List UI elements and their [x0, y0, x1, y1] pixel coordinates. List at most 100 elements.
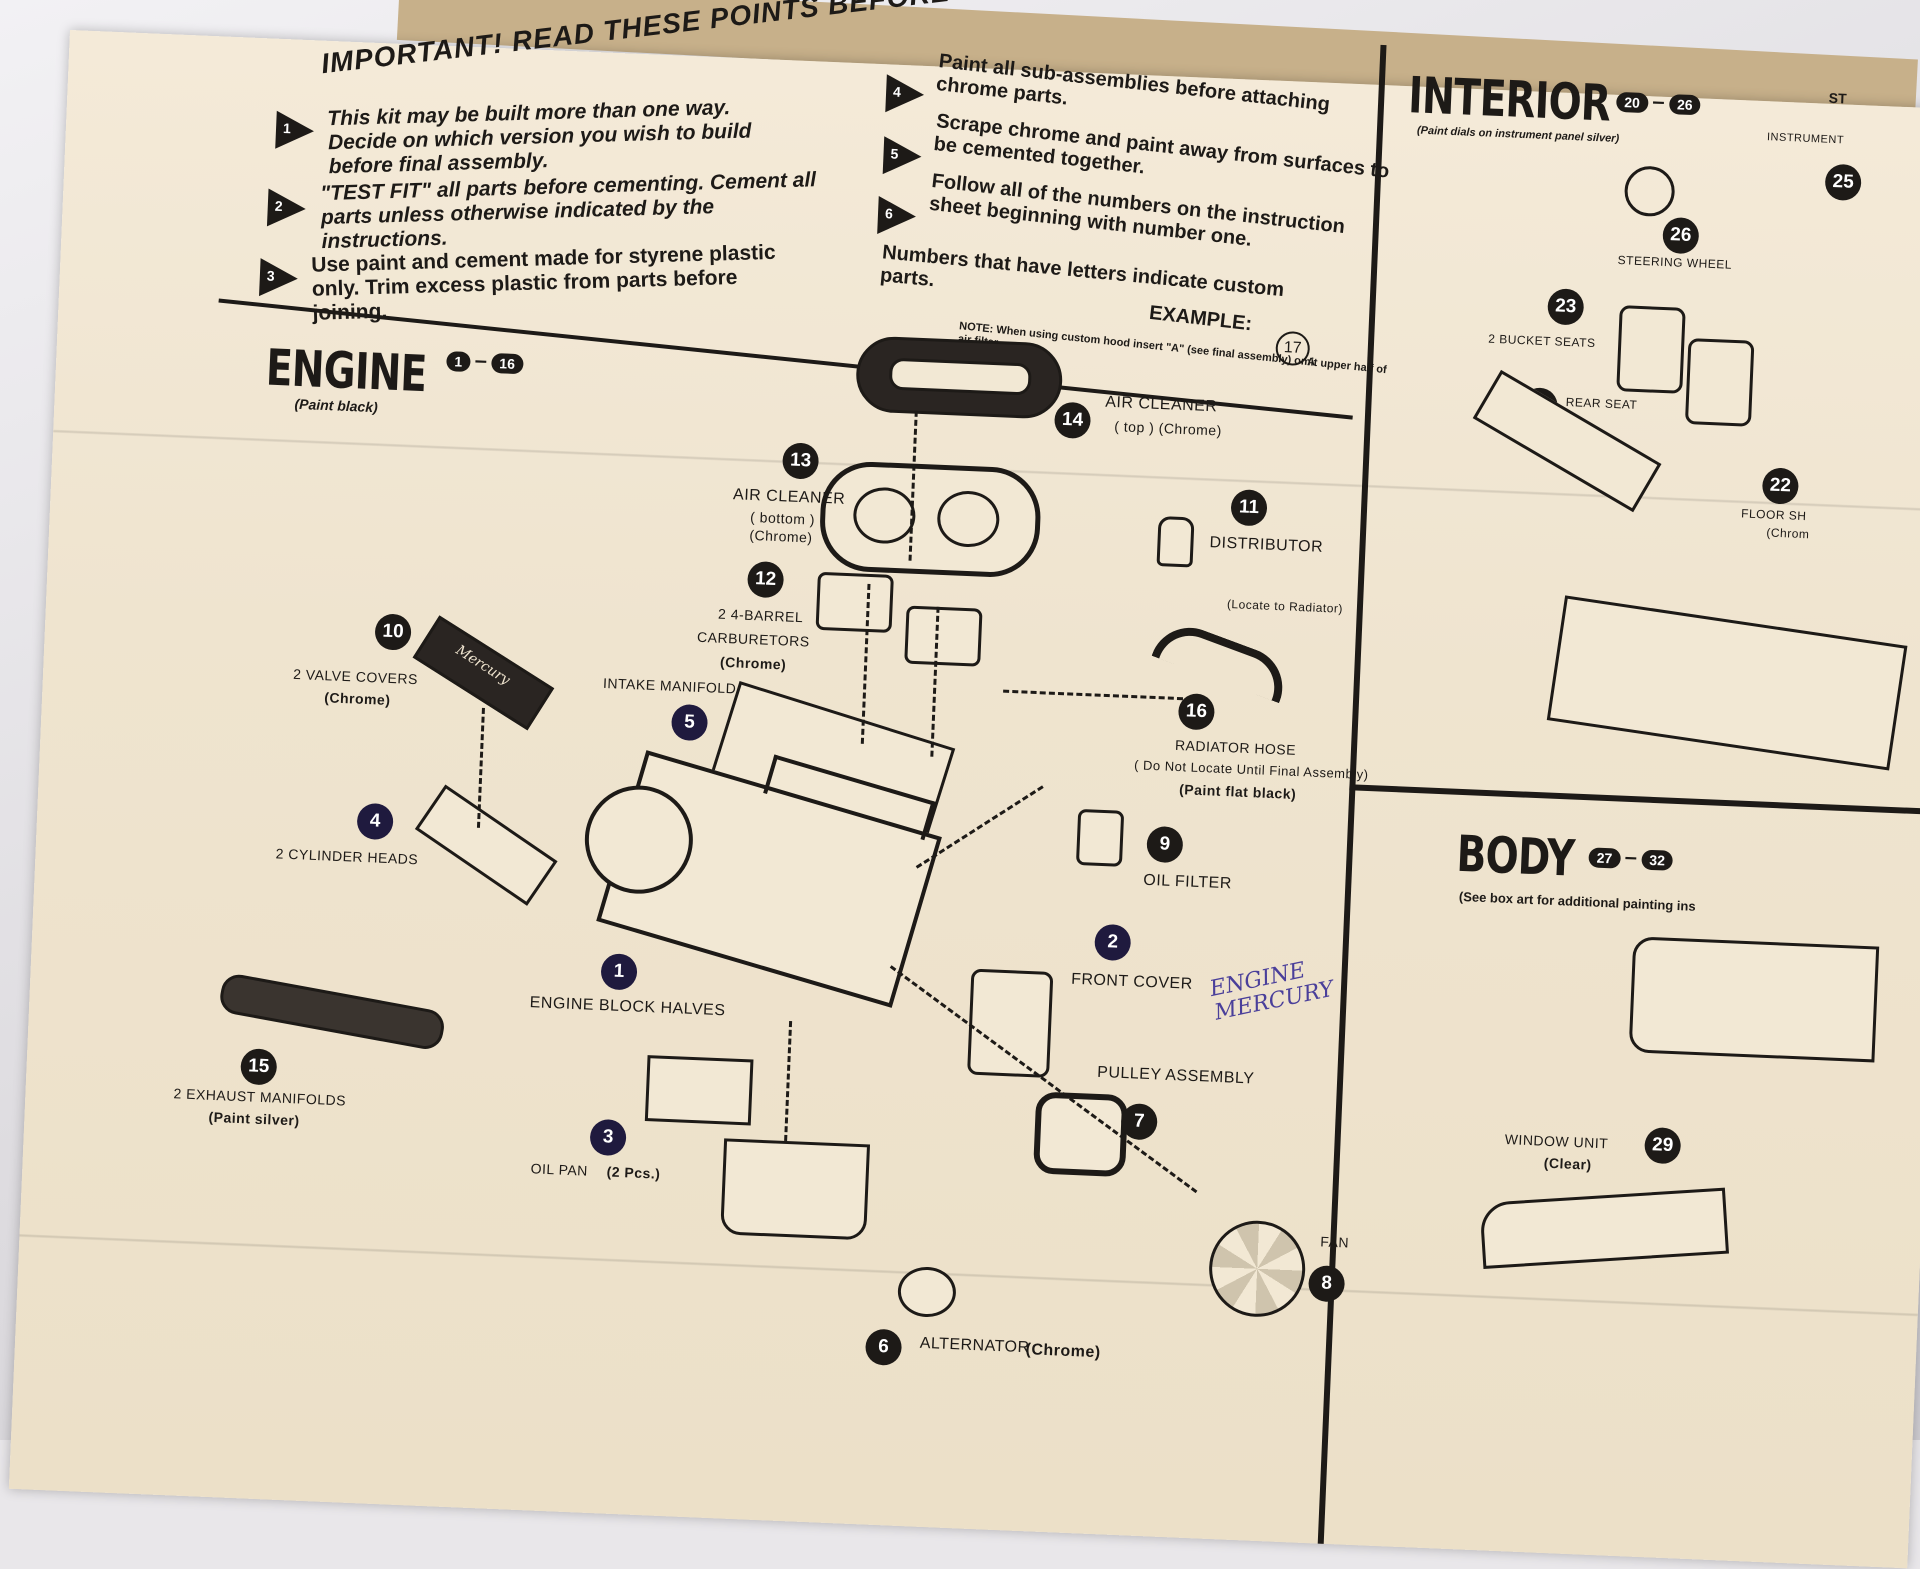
interior-range: 20 – 26 — [1615, 87, 1702, 117]
radiator-hose-part — [1151, 616, 1294, 704]
step-marker-4: 4 — [885, 74, 925, 114]
alternator-finish: (Chrome) — [1025, 1341, 1101, 1362]
step-marker-5: 5 — [882, 136, 923, 176]
air-cleaner-bottom-finish: (Chrome) — [749, 526, 813, 546]
interior-tub-part — [1546, 595, 1908, 771]
engine-range-start: 1 — [446, 351, 471, 373]
air-cleaner-top-part — [854, 335, 1064, 420]
front-cover-part — [967, 968, 1054, 1078]
part-number-13: 13 — [781, 442, 820, 480]
rear-seat-label: REAR SEAT — [1565, 394, 1638, 412]
step-marker-6: 6 — [877, 196, 917, 236]
window-unit-finish: (Clear) — [1543, 1154, 1593, 1173]
pulley-assembly-label: PULLEY ASSEMBLY — [1096, 1063, 1255, 1088]
valve-cover-script: Mercury — [452, 642, 513, 689]
body-range-end: 32 — [1640, 849, 1674, 871]
part-number-25: 25 — [1824, 163, 1862, 202]
carburetor-label: 2 4-BARREL — [717, 605, 804, 626]
oil-pan-part-2 — [720, 1138, 871, 1241]
oil-filter-part — [1075, 808, 1125, 867]
exhaust-manifolds-finish: (Paint silver) — [208, 1108, 300, 1129]
part-number-4: 4 — [356, 802, 394, 841]
part-number-10: 10 — [374, 613, 412, 651]
floor-shift-label: FLOOR SH — [1740, 506, 1807, 524]
distributor-part — [1156, 516, 1195, 568]
assembly-line — [1003, 689, 1184, 701]
air-cleaner-top-detail: ( top ) (Chrome) — [1113, 418, 1223, 439]
radiator-hose-locate: (Locate to Radiator) — [1226, 596, 1344, 616]
air-cleaner-top-label: AIR CLEANER — [1104, 393, 1218, 416]
carburetor-part-1 — [815, 571, 894, 633]
engine-block-halves-label: ENGINE BLOCK HALVES — [529, 994, 726, 1020]
instruction-sheet: IMPORTANT! READ THESE POINTS BEFORE YOU … — [8, 0, 1920, 1569]
air-cleaner-bottom-detail: ( bottom ) — [749, 508, 816, 528]
exhaust-manifolds-label: 2 EXHAUST MANIFOLDS — [173, 1085, 347, 1109]
radiator-hose-label: RADIATOR HOSE — [1174, 736, 1297, 758]
part-number-23: 23 — [1546, 288, 1585, 326]
distributor-label: DISTRIBUTOR — [1209, 534, 1324, 556]
engine-subtitle: (Paint black) — [294, 395, 379, 416]
part-number-1: 1 — [600, 953, 638, 991]
interior-title: INTERIOR — [1407, 66, 1612, 133]
valve-covers-label: 2 VALVE COVERS — [292, 665, 419, 688]
steering-wheel-part — [1623, 165, 1676, 218]
engine-range: 1 – 16 — [446, 346, 524, 375]
rule-1-text: This kit may be built more than one way.… — [327, 96, 752, 179]
radiator-hose-detail: ( Do Not Locate Until Final Assembly) — [1133, 757, 1369, 783]
part-number-26: 26 — [1662, 216, 1700, 255]
fan-part — [1207, 1218, 1308, 1319]
part-number-11: 11 — [1230, 489, 1268, 527]
body-title: BODY — [1455, 824, 1576, 888]
oil-pan-part-1 — [644, 1055, 754, 1126]
exhaust-manifold-part — [217, 971, 447, 1052]
part-number-7: 7 — [1120, 1102, 1158, 1141]
instrument-panel-label: INSTRUMENT — [1766, 131, 1845, 147]
window-unit-part — [1479, 1187, 1729, 1269]
part-number-22: 22 — [1761, 467, 1800, 505]
bucket-seat-part-1 — [1616, 305, 1686, 394]
body-range: 27 – 32 — [1588, 842, 1674, 872]
engine-range-end: 16 — [490, 352, 524, 375]
air-cleaner-bottom-part — [818, 459, 1043, 580]
cylinder-heads-label: 2 CYLINDER HEADS — [275, 845, 419, 868]
alternator-label: ALTERNATOR — [919, 1334, 1030, 1357]
step-marker-2: 2 — [266, 188, 307, 229]
interior-range-start: 20 — [1615, 91, 1649, 114]
assembly-line — [784, 1020, 796, 1142]
part-number-16: 16 — [1177, 693, 1216, 731]
step-marker-1: 1 — [275, 110, 315, 151]
carburetor-finish: (Chrome) — [719, 653, 787, 673]
oil-pan-detail: (2 Pcs.) — [606, 1163, 661, 1182]
intake-manifold-label: INTAKE MANIFOLD — [602, 674, 737, 697]
part-number-9: 9 — [1146, 825, 1184, 864]
bucket-seats-label: 2 BUCKET SEATS — [1488, 331, 1596, 351]
fan-label: FAN — [1320, 1233, 1350, 1251]
radiator-hose-finish: (Paint flat black) — [1178, 781, 1297, 803]
part-number-29: 29 — [1643, 1126, 1682, 1165]
steering-wheel-label: STEERING WHEEL — [1617, 253, 1733, 272]
body-shell-part — [1628, 936, 1880, 1063]
front-cover-label: FRONT COVER — [1070, 970, 1194, 993]
floor-shift-finish: (Chrom — [1766, 525, 1810, 542]
carburetor-part-2 — [904, 605, 983, 667]
body-subtitle: (See box art for additional painting ins — [1458, 888, 1696, 914]
part-number-12: 12 — [746, 560, 785, 599]
interior-cut-off-label: ST — [1828, 89, 1847, 107]
part-number-8: 8 — [1307, 1264, 1346, 1303]
engine-title: ENGINE — [264, 338, 428, 404]
oil-pan-label: OIL PAN — [530, 1160, 589, 1179]
handwritten-engine-note: ENGINE MERCURY — [1207, 958, 1336, 1026]
part-number-5: 5 — [670, 703, 709, 742]
window-unit-label: WINDOW UNIT — [1504, 1131, 1609, 1152]
part-number-15: 15 — [240, 1048, 278, 1086]
section-divider — [1317, 44, 1387, 1544]
oil-filter-label: OIL FILTER — [1142, 871, 1233, 893]
part-number-6: 6 — [864, 1328, 903, 1366]
valve-covers-finish: (Chrome) — [323, 689, 391, 709]
engine-block-part — [571, 750, 942, 1008]
part-number-14: 14 — [1053, 401, 1092, 440]
part-number-2: 2 — [1093, 923, 1132, 962]
part-number-3: 3 — [589, 1118, 627, 1157]
carburetor-detail: CARBURETORS — [696, 628, 810, 650]
step-marker-3: 3 — [259, 258, 299, 298]
